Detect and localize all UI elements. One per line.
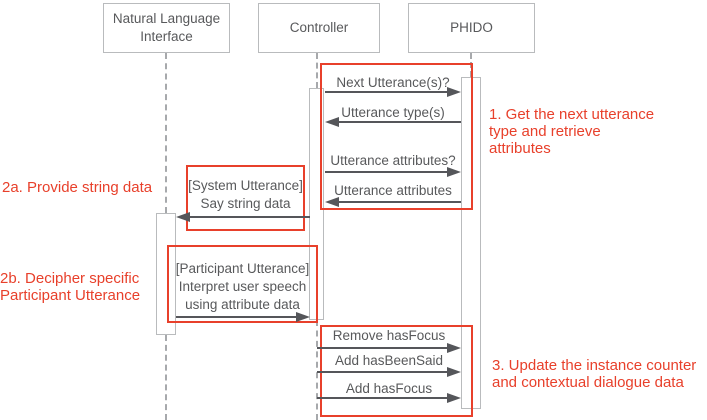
group-box-participant-utterance <box>167 245 318 323</box>
actor-box-natural-language-interface: Natural Language Interface <box>103 3 230 53</box>
annotation-step3: 3. Update the instance counter and conte… <box>492 357 697 391</box>
arrowhead-right-icon <box>447 343 461 353</box>
message-label-utterance-types: Utterance type(s) <box>341 105 445 120</box>
arrowhead-left-icon <box>325 197 339 207</box>
arrowhead-left-icon <box>176 212 190 222</box>
arrowhead-right-icon <box>447 87 461 97</box>
arrowhead-right-icon <box>296 312 310 322</box>
message-arrow-say-string-data <box>176 212 310 222</box>
message-arrow-utterance-attributes <box>325 197 461 207</box>
message-label-system-utterance: [System Utterance] Say string data <box>188 178 303 211</box>
lifeline-nli <box>165 53 167 213</box>
group-box-system-utterance <box>186 165 305 231</box>
message-label-next-utterances: Next Utterance(s)? <box>336 75 450 90</box>
message-arrow-add-hasbeensaid <box>317 367 461 377</box>
group-box-step1 <box>320 63 473 210</box>
message-label-add-hasfocus: Add hasFocus <box>345 381 433 396</box>
message-arrow-add-hasfocus <box>317 393 461 403</box>
message-arrow-remove-hasfocus <box>317 343 461 353</box>
lifeline-nli-lower <box>165 335 167 420</box>
message-label-utterance-attributes: Utterance attributes <box>334 183 452 198</box>
lifeline-controller <box>316 53 318 88</box>
actor-box-controller: Controller <box>258 3 380 53</box>
arrowhead-right-icon <box>447 167 461 177</box>
message-arrow-utterance-attributes-q <box>325 167 461 177</box>
arrowhead-right-icon <box>447 367 461 377</box>
message-label-remove-hasfocus: Remove hasFocus <box>332 328 446 343</box>
arrowhead-right-icon <box>447 393 461 403</box>
annotation-step2b: 2b. Decipher specific Participant Uttera… <box>0 270 141 304</box>
message-arrow-interpret-user-speech <box>176 312 310 322</box>
message-arrow-utterance-types <box>325 117 461 127</box>
message-arrow-next-utterances <box>325 87 461 97</box>
activation-bar-nli <box>156 213 176 335</box>
annotation-step1: 1. Get the next utterance type and retri… <box>489 106 655 157</box>
annotation-step2a: 2a. Provide string data <box>2 179 153 196</box>
arrowhead-left-icon <box>325 117 339 127</box>
lifeline-controller-lower <box>316 320 318 420</box>
message-label-add-hasbeensaid: Add hasBeenSaid <box>334 353 444 368</box>
message-label-participant-utterance: [Participant Utterance] Interpret user s… <box>175 261 310 312</box>
message-label-utterance-attributes-q: Utterance attributes? <box>330 153 456 168</box>
actor-box-phido: PHIDO <box>408 3 535 53</box>
